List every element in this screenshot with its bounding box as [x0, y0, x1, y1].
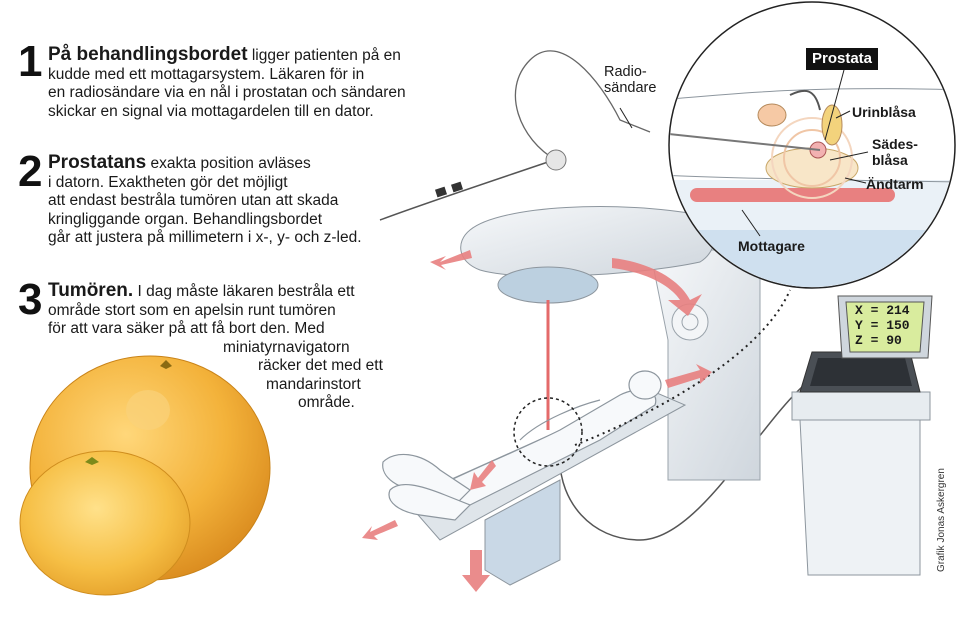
step-line: ligger patienten på en	[247, 47, 401, 64]
step-line: räcker det med ett	[258, 357, 383, 374]
readout-y: Y = 150	[855, 318, 910, 333]
step-line: i datorn. Exaktheten gör det möjligt	[48, 173, 288, 191]
step-line: går att justera på millimetern i x-, y- …	[48, 229, 362, 246]
label-sadesblasa: Sädes- blåsa	[872, 136, 918, 168]
step-lead: På behandlingsbordet	[48, 44, 248, 65]
step-number: 1	[18, 37, 43, 86]
readout-z: Z = 90	[855, 333, 902, 348]
orange-small	[19, 450, 191, 596]
label-line: blåsa	[872, 152, 908, 168]
patient	[382, 370, 662, 521]
label-line: sändare	[604, 80, 657, 96]
treatment-machine	[460, 206, 761, 481]
label-line: Sädes-	[872, 136, 918, 152]
step-text: Prostatans exakta position avläses i dat…	[48, 152, 362, 248]
focus-circle	[513, 397, 583, 467]
step-line: miniatyrnavigatorn	[223, 338, 350, 356]
step-line: kudde med ett mottagarsystem. Läkaren fö…	[48, 65, 365, 83]
step-text: På behandlingsbordet ligger patienten på…	[48, 44, 406, 121]
coordinate-readout: X = 214 Y = 150 Z = 90	[855, 303, 910, 348]
label-line: Radio-	[604, 64, 647, 80]
step-line: för att vara säker på att få bort den. M…	[48, 320, 325, 337]
cable	[559, 379, 811, 541]
cable-connector	[545, 149, 567, 171]
label-radiosandare: Radio- sändare	[604, 64, 656, 96]
computer-station	[791, 295, 933, 576]
step-line: I dag måste läkaren bestråla ett	[133, 283, 355, 300]
step-text: Tumören. I dag måste läkaren bestråla et…	[48, 280, 383, 413]
step-number: 2	[18, 147, 43, 196]
step-line: mandarinstort	[266, 375, 361, 393]
step-line: område.	[298, 394, 355, 411]
step-lead: Tumören.	[48, 280, 134, 301]
step-line: en radiosändare via en nål i prostatan o…	[48, 84, 406, 101]
step-line: område stort som en apelsin runt tumören	[48, 301, 336, 319]
step-line: skickar en signal via mottagardelen till…	[48, 102, 374, 120]
credit: Grafik Jonas Askergren	[936, 468, 947, 572]
label-urinblasa: Urinblåsa	[852, 104, 916, 120]
label-mottagare: Mottagare	[738, 238, 805, 254]
step-line: att endast bestråla tumören utan att ska…	[48, 192, 339, 209]
label-prostata: Prostata	[812, 50, 873, 67]
movement-arrows	[362, 250, 712, 592]
step-lead: Prostatans	[48, 152, 147, 173]
step-line: kringliggande organ. Behandlingsbordet	[48, 210, 323, 228]
readout-x: X = 214	[855, 303, 910, 318]
prostata-label-box	[806, 48, 878, 70]
label-andtarm: Ändtarm	[866, 176, 924, 192]
step-number: 3	[18, 275, 43, 324]
step-line: exakta position avläses	[146, 155, 311, 172]
